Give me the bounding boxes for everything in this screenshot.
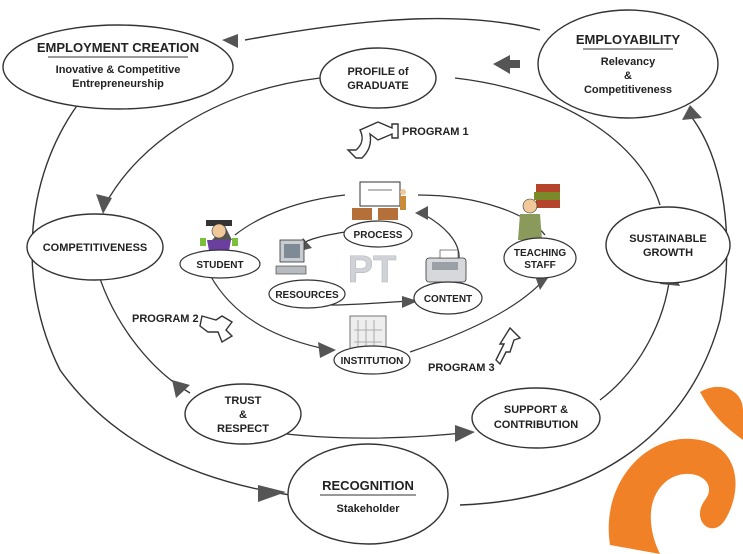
support-contribution-line2: CONTRIBUTION bbox=[494, 419, 578, 431]
student-label: STUDENT bbox=[196, 260, 243, 271]
competitiveness-label: COMPETITIVENESS bbox=[43, 242, 148, 254]
support-contribution-line1: SUPPORT & bbox=[504, 404, 568, 416]
employability-line1: Relevancy bbox=[601, 56, 656, 68]
arrow-to-employability bbox=[682, 105, 702, 120]
teaching-staff-line1: TEACHING bbox=[514, 248, 566, 259]
content-label: CONTENT bbox=[424, 294, 472, 305]
arrow-to-trust bbox=[172, 380, 190, 398]
process-ellipse bbox=[343, 220, 413, 248]
teaching-staff-illustration bbox=[518, 184, 560, 240]
student-illustration bbox=[200, 220, 238, 256]
program3-label: PROGRAM 3 bbox=[428, 362, 495, 374]
teaching-staff-line2: STAFF bbox=[524, 260, 555, 271]
student-ellipse bbox=[179, 249, 261, 279]
program3-arrow bbox=[495, 326, 522, 366]
resources-ellipse bbox=[268, 279, 346, 309]
content-ellipse bbox=[413, 281, 483, 315]
trust-respect-line1: TRUST bbox=[225, 395, 262, 407]
sustainable-growth-line1: SUSTAINABLE bbox=[629, 233, 706, 245]
center-pt-logo: PT bbox=[348, 249, 397, 291]
process-label: PROCESS bbox=[354, 230, 403, 241]
program1-arrow bbox=[346, 121, 399, 159]
teaching-staff-ellipse bbox=[503, 237, 577, 279]
arrow-to-institution bbox=[318, 342, 336, 358]
arrow-to-competitiveness bbox=[96, 194, 112, 214]
watermark-logo bbox=[608, 386, 743, 554]
middle-loop bbox=[94, 77, 671, 439]
arrow-to-support bbox=[455, 425, 475, 442]
content-illustration bbox=[425, 249, 467, 283]
trust-respect-ellipse bbox=[184, 383, 302, 445]
support-contribution-ellipse bbox=[471, 387, 601, 449]
recognition-ellipse bbox=[287, 443, 449, 545]
profile-graduate-ellipse bbox=[319, 47, 437, 109]
employability-line2: & bbox=[624, 70, 632, 82]
employability-ellipse bbox=[537, 9, 719, 119]
program2-label: PROGRAM 2 bbox=[132, 313, 199, 325]
recognition-line1: Stakeholder bbox=[337, 503, 401, 515]
sustainable-growth-line2: GROWTH bbox=[643, 247, 693, 259]
process-illustration bbox=[352, 181, 406, 220]
employment-creation-line2: Entrepreneurship bbox=[72, 78, 164, 90]
sustainable-growth-ellipse bbox=[605, 206, 731, 284]
trust-respect-line3: RESPECT bbox=[217, 423, 269, 435]
employability-line3: Competitiveness bbox=[584, 84, 672, 96]
employability-title: EMPLOYABILITY bbox=[576, 32, 681, 47]
institution-label: INSTITUTION bbox=[341, 356, 404, 367]
arrow-to-process bbox=[415, 206, 428, 220]
program2-arrow bbox=[199, 315, 234, 344]
resources-illustration bbox=[275, 239, 307, 275]
trust-respect-line2: & bbox=[239, 409, 247, 421]
profile-graduate-line1: PROFILE of bbox=[347, 66, 408, 78]
institution-ellipse bbox=[333, 345, 411, 375]
arrow-to-profile bbox=[493, 55, 520, 74]
arrow-to-recognition bbox=[258, 485, 286, 502]
outer-loop bbox=[31, 17, 728, 506]
employment-creation-ellipse bbox=[2, 24, 234, 110]
competitiveness-ellipse bbox=[26, 213, 164, 281]
arrow-to-content bbox=[402, 296, 418, 308]
program1-label: PROGRAM 1 bbox=[402, 126, 469, 138]
employment-creation-title: EMPLOYMENT CREATION bbox=[37, 40, 199, 55]
recognition-title: RECOGNITION bbox=[322, 478, 414, 493]
employment-creation-line1: Inovative & Competitive bbox=[56, 64, 181, 76]
resources-label: RESOURCES bbox=[275, 290, 339, 301]
profile-graduate-line2: GRADUATE bbox=[347, 80, 409, 92]
arrow-to-employment bbox=[222, 34, 238, 48]
